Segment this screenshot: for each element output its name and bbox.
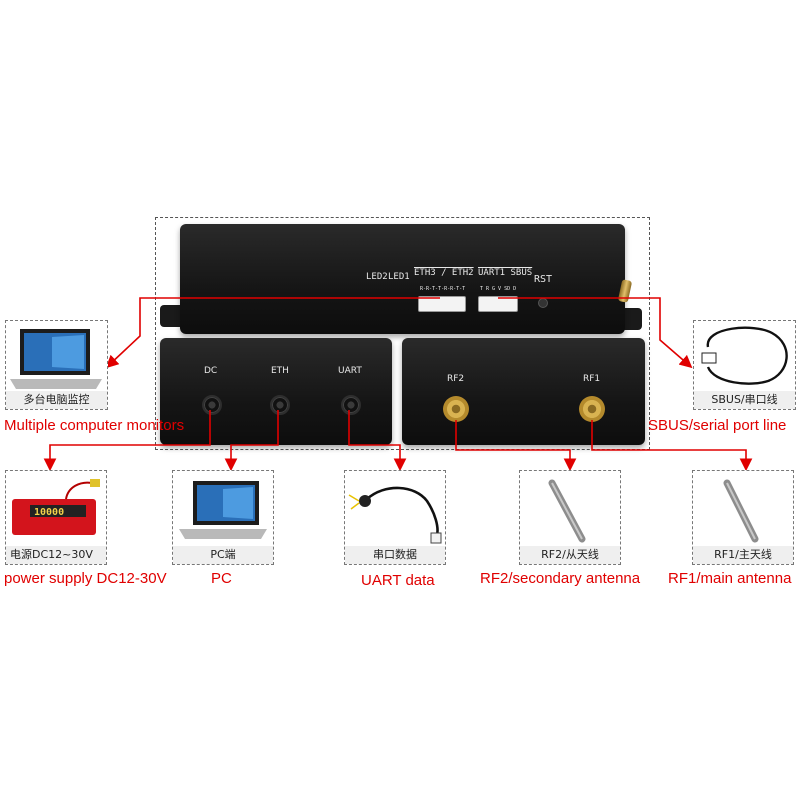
rf2-caption: RF2/从天线 [520,546,620,564]
uart-label: UART data [361,572,435,589]
uart-port-label: UART [338,366,362,376]
power-label: power supply DC12-30V [4,570,167,587]
rst-label: RST [534,274,553,285]
eth-pins-label: R-R-T-T-R-R-T-T [420,286,466,292]
battery-icon: 10000 [12,479,100,535]
power-card[interactable]: 10000 电源DC12~30V [5,470,107,565]
eth-aviation-port[interactable] [270,395,290,415]
eth-header-label: ETH3 / ETH2 [414,268,474,278]
uart-header-label: UART1 SBUS [478,268,533,278]
pc-laptop-icon [179,481,267,539]
cable-icon [701,326,788,385]
dc-port-label: DC [204,366,218,376]
rf1-port-label: RF1 [583,374,601,384]
pc-label: PC [211,570,232,587]
eth-pin-header[interactable] [418,296,466,312]
rf2-sma-connector[interactable] [443,396,469,422]
rf2-label: RF2/secondary antenna [480,570,641,587]
monitors-label: Multiple computer monitors [4,417,185,434]
rf2-antenna-icon [548,479,586,543]
monitors-connector [105,297,440,369]
power-caption: 电源DC12~30V [6,546,106,564]
device-top-view [180,224,625,334]
uart-aviation-port[interactable] [341,395,361,415]
dc-connector [43,410,211,472]
led1-label: LED1 [388,272,410,282]
device-side-b [402,338,645,445]
uart-connector [348,410,407,472]
eth-port-label: ETH [271,366,289,376]
rf1-label: RF1/main antenna [668,570,792,587]
rf2-port-label: RF2 [447,374,465,384]
pc-card[interactable]: PC端 [172,470,274,565]
rf1-card[interactable]: RF1/主天线 [692,470,794,565]
dc-aviation-port[interactable] [202,395,222,415]
rf1-antenna-icon [723,479,759,543]
sbus-caption: SBUS/串口线 [694,391,795,409]
laptop-icon [10,329,102,389]
device-frame [155,217,650,450]
battery-capacity-text: 10000 [34,507,64,518]
uart-caption: 串口数据 [345,546,445,564]
monitors-card[interactable]: 多台电脑监控 [5,320,108,410]
rf2-card[interactable]: RF2/从天线 [519,470,621,565]
uart-sbus-pin-header[interactable] [478,296,518,312]
uart-cable-icon [348,486,442,544]
eth-connector [224,410,279,472]
sbus-connector [498,297,693,369]
uart-pins-label: T R G V SD D [480,286,517,292]
rf1-caption: RF1/主天线 [693,546,793,564]
sbus-label: SBUS/serial port line [648,417,787,434]
led2-label: LED2 [366,272,388,282]
sbus-card[interactable]: SBUS/串口线 [693,320,796,410]
pc-caption: PC端 [173,546,273,564]
device-side-a [160,338,392,445]
uart-card[interactable]: 串口数据 [344,470,446,565]
rf1-sma-connector[interactable] [579,396,605,422]
monitors-caption: 多台电脑监控 [6,391,107,409]
rf1-connector [591,420,753,472]
rf2-connector [455,420,577,472]
